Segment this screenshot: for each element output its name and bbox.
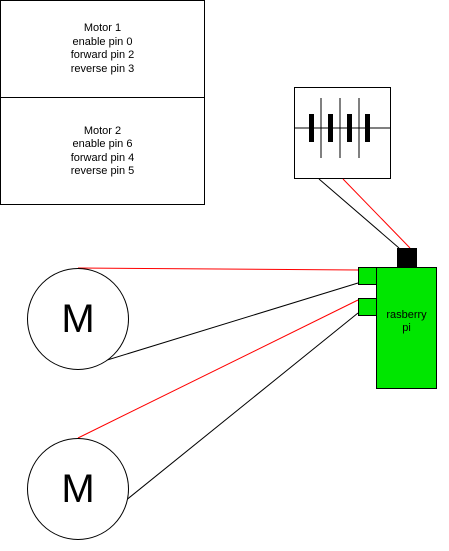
motor-1-reverse-pin: reverse pin 3 [70,62,135,75]
raspberry-pi-label: rasberry pi [386,309,426,335]
battery-icon [295,98,390,158]
battery-black-wire [318,178,400,249]
motor-a-red-wire [77,267,359,271]
raspberry-pi-label-line2: pi [402,322,411,334]
pi-power-connector [397,248,417,268]
battery-red-wire [342,178,411,249]
raspberry-pi-board: rasberry pi [376,267,437,389]
motor-2-title: Motor 2 [83,124,122,137]
motor-1-forward-pin: forward pin 2 [70,49,135,61]
battery-pack [294,87,391,179]
motor-b-red-wire [77,299,359,439]
motor-2-reverse-pin: reverse pin 5 [70,165,135,177]
motor-b: M [27,438,129,540]
motor-a: M [27,268,129,370]
motor-1-enable-pin: enable pin 0 [72,35,133,48]
motor-1-cell: Motor 1 enable pin 0 forward pin 2 rever… [1,1,204,98]
motor-b-label: M [61,466,95,511]
motor-1-title: Motor 1 [83,22,122,34]
motor-a-black-wire [77,282,359,370]
pi-port-motor-b [358,298,377,316]
pi-port-motor-a [358,267,377,285]
motor-pin-table: Motor 1 enable pin 0 forward pin 2 rever… [0,0,205,205]
motor-a-label: M [61,296,95,341]
motor-2-cell: Motor 2 enable pin 6 forward pin 4 rever… [1,98,204,205]
motor-2-forward-pin: forward pin 4 [70,151,135,164]
motor-2-enable-pin: enable pin 6 [72,138,133,150]
raspberry-pi-label-line1: rasberry [386,309,427,321]
